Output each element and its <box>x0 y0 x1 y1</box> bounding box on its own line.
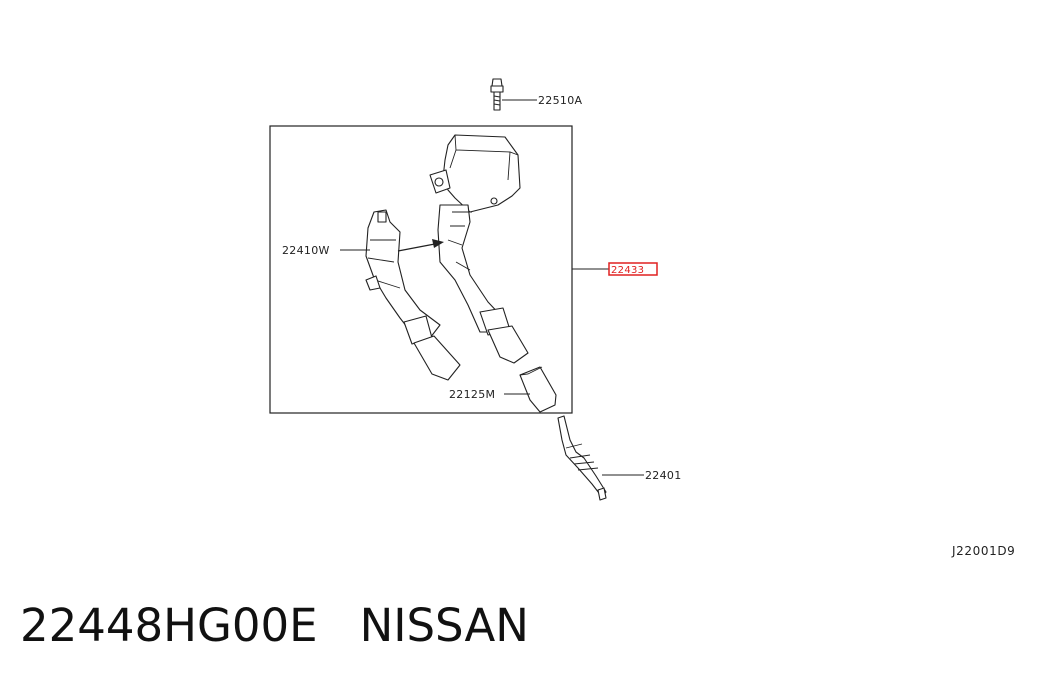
diagram-code: J22001D9 <box>951 544 1015 558</box>
ignition-coil-right <box>429 134 529 364</box>
assembly-highlight-box <box>608 262 658 276</box>
callout-spark-plug[interactable]: 22401 <box>645 469 682 482</box>
brand-name: NISSAN <box>359 599 529 652</box>
ignition-coil-left <box>365 209 461 381</box>
part-number: 22448HG00E <box>20 599 318 652</box>
coil-boot <box>519 366 557 413</box>
caption: 22448HG00E NISSAN <box>20 596 529 656</box>
assembly-arrowhead <box>432 239 444 248</box>
assembly-arrow <box>397 242 441 252</box>
callout-boot[interactable]: 22125M <box>449 388 495 401</box>
callout-bolt[interactable]: 22510A <box>538 94 582 107</box>
callout-assembly[interactable]: 22433 <box>611 265 644 276</box>
callout-coil-left[interactable]: 22410W <box>282 244 330 257</box>
bolt-illustration <box>490 78 504 111</box>
assembly-frame <box>269 125 573 414</box>
spark-plug <box>557 415 607 501</box>
